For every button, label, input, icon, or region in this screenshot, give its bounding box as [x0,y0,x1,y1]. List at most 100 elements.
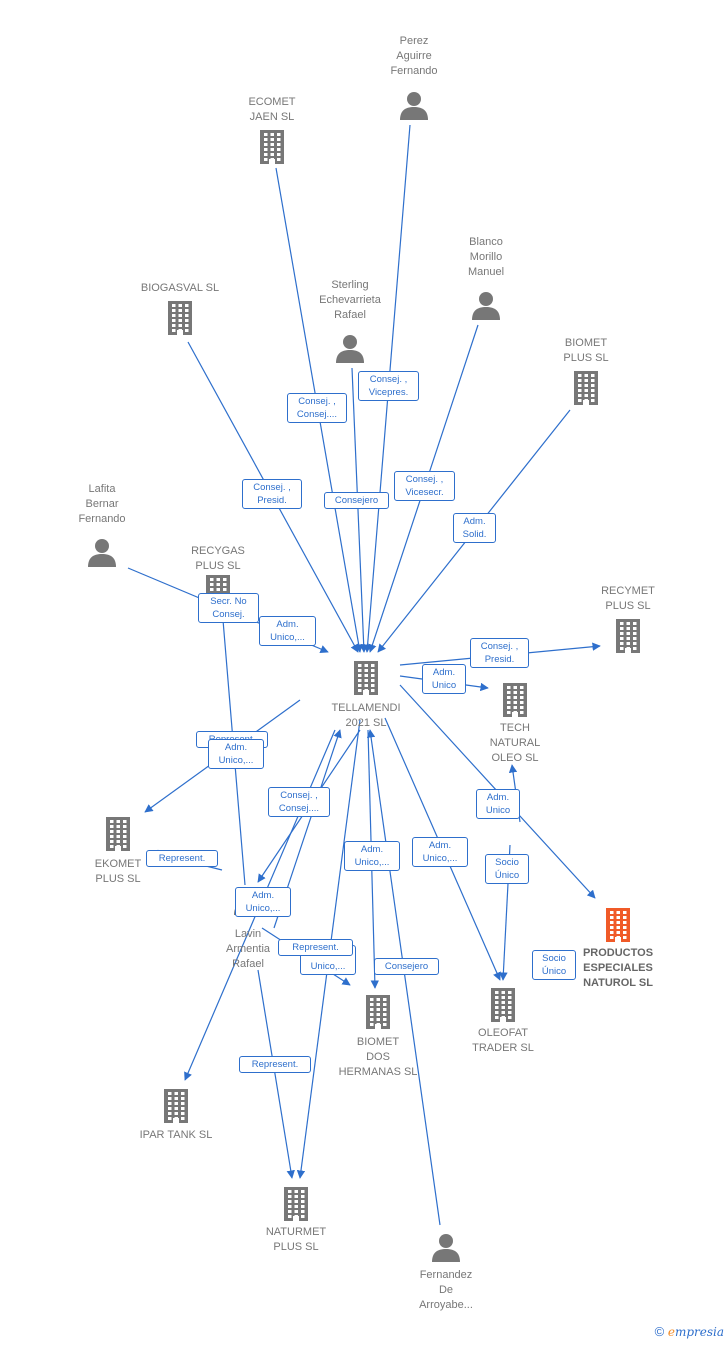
node-label: OLEOFAT TRADER SL [472,1027,534,1054]
building-icon [106,817,130,851]
person-icon [336,335,364,363]
building-icon [260,130,284,164]
footer-brand[interactable]: © empresia [655,1324,724,1339]
node-tech[interactable]: TECH NATURAL OLEO SL [450,721,580,766]
node-biometdos[interactable]: BIOMET DOS HERMANAS SL [313,1035,443,1080]
brand-logo: empresia [667,1325,724,1339]
node-blanco[interactable]: Blanco Morillo Manuel [421,235,551,280]
node-ecomet-icon[interactable] [258,130,286,169]
node-ipar-icon[interactable] [162,1089,190,1128]
node-label: NATURMET PLUS SL [265,1226,327,1253]
node-productos[interactable]: PRODUCTOS ESPECIALES NATUROL SL [553,946,683,991]
node-naturmet-icon[interactable] [282,1187,310,1226]
edge-label-e5[interactable]: Consej. , Vicesecr. [394,471,455,501]
building-icon [168,301,192,335]
building-icon [284,1187,308,1221]
node-fernandez-icon[interactable] [431,1232,461,1267]
building-icon [491,988,515,1022]
node-recymet[interactable]: RECYMET PLUS SL [563,584,693,614]
node-label: BIOGASVAL SL [140,282,220,294]
edge-label-e23[interactable]: Socio Único [532,950,576,980]
node-sterling-icon[interactable] [335,333,365,368]
node-productos-icon[interactable] [604,908,632,947]
edge-label-e22[interactable]: Consejero [374,958,439,975]
edge-label-e17[interactable]: Adm. Unico,... [412,837,468,867]
edge-label-e4[interactable]: Consejero [324,492,389,509]
building-icon [616,619,640,653]
edge-label-e1[interactable]: Consej. , Vicepres. [358,371,419,401]
node-label: IPAR TANK SL [139,1129,213,1141]
building-icon [354,661,378,695]
edge-line [366,729,441,1226]
node-label: Lafita Bernar Fernando [78,483,126,525]
person-icon [400,92,428,120]
person-icon [88,539,116,567]
node-label: Blanco Morillo Manuel [467,236,505,278]
node-label: Sterling Echevarrieta Rafael [319,279,381,321]
edge-line [257,969,295,1179]
edge-label-e21[interactable]: Represent. [278,939,353,956]
edge-label-e24[interactable]: Represent. [239,1056,311,1073]
node-label: TECH NATURAL OLEO SL [489,722,541,764]
building-icon [366,995,390,1029]
node-label: Perez Aguirre Fernando [390,35,438,77]
node-label: BIOMET PLUS SL [563,337,609,364]
edge-line [351,367,368,653]
node-fernandez[interactable]: Fernandez De Arroyabe... [381,1268,511,1313]
node-sterling[interactable]: Sterling Echevarrieta Rafael [285,278,415,323]
node-ekomet-icon[interactable] [104,817,132,856]
node-blanco-icon[interactable] [471,290,501,325]
node-lafita-icon[interactable] [87,537,117,572]
building-icon [574,371,598,405]
node-label: PRODUCTOS ESPECIALES NATUROL SL [582,947,654,989]
node-label: RECYMET PLUS SL [601,585,655,612]
building-icon [503,683,527,717]
node-label: EKOMET PLUS SL [94,858,142,885]
person-icon [472,292,500,320]
node-ecomet[interactable]: ECOMET JAEN SL [207,95,337,125]
edge-label-e19[interactable]: Adm. Unico,... [235,887,291,917]
node-biogasval-icon[interactable] [166,301,194,340]
node-label: RECYGAS PLUS SL [191,545,245,572]
node-lavin[interactable]: Lavin Armentia Rafael [183,927,313,972]
node-biometdos-icon[interactable] [364,995,392,1034]
node-perez[interactable]: Perez Aguirre Fernando [349,34,479,79]
node-label: BIOMET DOS HERMANAS SL [338,1036,418,1078]
node-label: Fernandez De Arroyabe... [419,1269,473,1311]
building-icon [606,908,630,942]
node-tech-icon[interactable] [501,683,529,722]
node-perez-icon[interactable] [399,90,429,125]
edge-label-e13[interactable]: Consej. , Consej.... [268,787,330,817]
node-lafita[interactable]: Lafita Bernar Fernando [37,482,167,527]
node-label: ECOMET JAEN SL [248,96,296,123]
node-naturmet[interactable]: NATURMET PLUS SL [231,1225,361,1255]
edge-label-e10[interactable]: Adm. Unico [422,664,466,694]
node-tellamendi-icon[interactable] [352,661,380,700]
edge-label-e6[interactable]: Adm. Solid. [453,513,496,543]
building-icon [164,1089,188,1123]
edge-label-e12[interactable]: Adm. Unico,... [208,739,264,769]
node-ekomet[interactable]: EKOMET PLUS SL [53,857,183,887]
node-biomet[interactable]: BIOMET PLUS SL [521,336,651,366]
edge-label-e3[interactable]: Consej. , Presid. [242,479,302,509]
edge-label-e16[interactable]: Adm. Unico,... [344,841,400,871]
edge-label-e14[interactable]: Adm. Unico [476,789,520,819]
node-recygas[interactable]: RECYGAS PLUS SL [153,544,283,574]
copyright-icon: © [654,1324,665,1339]
edge-label-e18[interactable]: Socio Único [485,854,529,884]
person-icon [432,1234,460,1262]
node-ipar[interactable]: IPAR TANK SL [111,1128,241,1143]
node-recymet-icon[interactable] [614,619,642,658]
edge-label-e7[interactable]: Secr. No Consej. [198,593,259,623]
edge-label-e9[interactable]: Consej. , Presid. [470,638,529,668]
node-label: Lavin Armentia Rafael [225,928,271,970]
node-oleofat-icon[interactable] [489,988,517,1027]
edge-label-e2[interactable]: Consej. , Consej.... [287,393,347,423]
node-oleofat[interactable]: OLEOFAT TRADER SL [438,1026,568,1056]
node-biomet-icon[interactable] [572,371,600,410]
edge-label-e15[interactable]: Represent. [146,850,218,867]
node-tellamendi[interactable]: TELLAMENDI 2021 SL [301,701,431,731]
edge-label-e8[interactable]: Adm. Unico,... [259,616,316,646]
node-biogasval[interactable]: BIOGASVAL SL [115,281,245,296]
node-label: TELLAMENDI 2021 SL [331,702,401,729]
